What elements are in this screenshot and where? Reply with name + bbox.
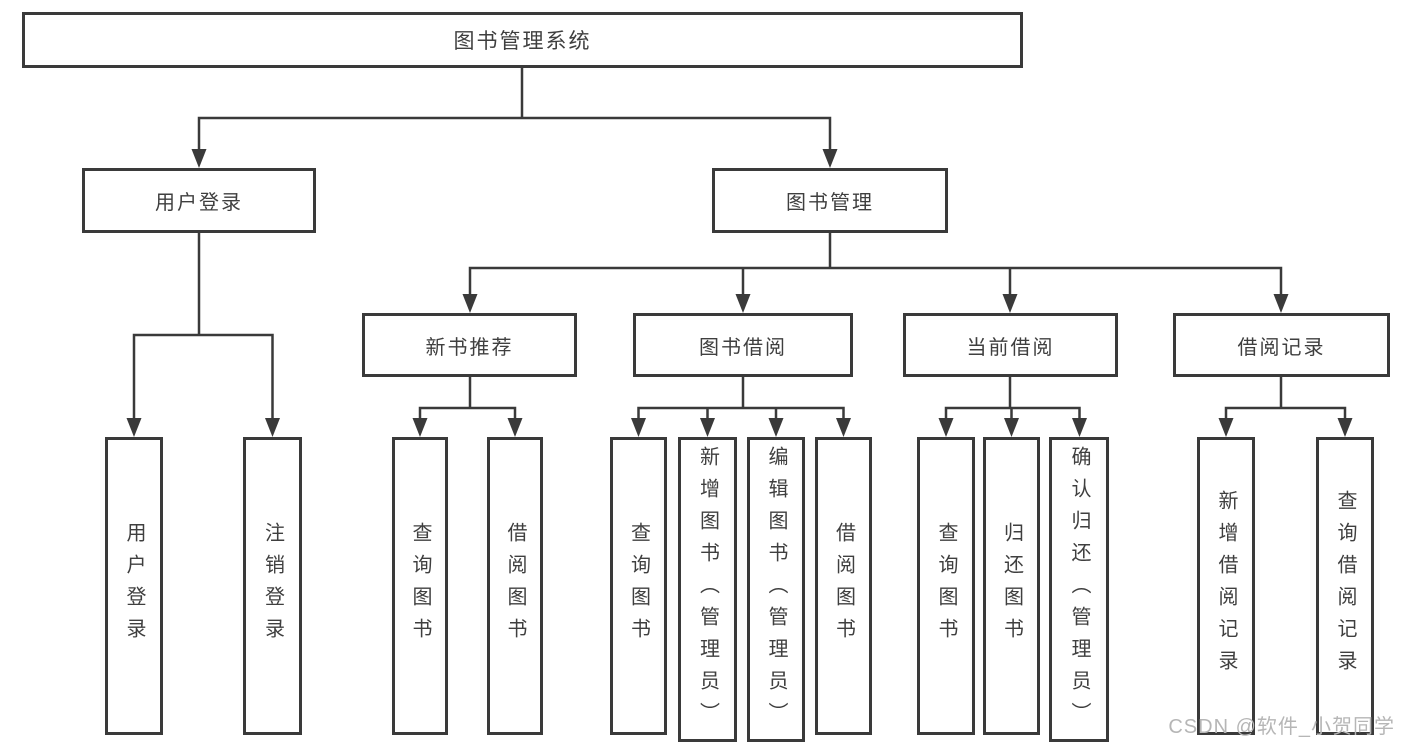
node-book-management: 图书管理 bbox=[712, 168, 948, 233]
arrow-down-icon bbox=[1218, 418, 1234, 437]
arrow-down-icon bbox=[1072, 418, 1087, 437]
arrow-down-icon bbox=[412, 418, 428, 437]
arrow-down-icon bbox=[836, 418, 851, 437]
leaf-newbooks-query-books: 查询图书 bbox=[392, 437, 448, 735]
arrow-down-icon bbox=[735, 294, 751, 313]
node-book-borrowing: 图书借阅 bbox=[633, 313, 853, 377]
leaf-borrow-edit-books-admin: 编辑图书（管理员） bbox=[747, 437, 805, 742]
leaf-logout: 注销登录 bbox=[243, 437, 302, 735]
leaf-current-query-books: 查询图书 bbox=[917, 437, 975, 735]
arrow-down-icon bbox=[1002, 294, 1018, 313]
node-new-book-recommend: 新书推荐 bbox=[362, 313, 577, 377]
arrow-down-icon bbox=[631, 418, 646, 437]
leaf-newbooks-borrow-books: 借阅图书 bbox=[487, 437, 543, 735]
arrow-down-icon bbox=[768, 418, 784, 437]
arrow-down-icon bbox=[191, 149, 207, 168]
arrow-down-icon bbox=[462, 294, 478, 313]
leaf-borrow-query-books: 查询图书 bbox=[610, 437, 667, 735]
arrow-down-icon bbox=[1273, 294, 1289, 313]
arrow-down-icon bbox=[507, 418, 523, 437]
leaf-user-login: 用户登录 bbox=[105, 437, 163, 735]
arrow-down-icon bbox=[822, 149, 838, 168]
arrow-down-icon bbox=[1337, 418, 1353, 437]
node-current-borrowing: 当前借阅 bbox=[903, 313, 1118, 377]
arrow-down-icon bbox=[938, 418, 954, 437]
leaf-borrow-borrow-books: 借阅图书 bbox=[815, 437, 872, 735]
tree-branch-lines bbox=[132, 66, 1347, 422]
leaf-borrow-add-books-admin: 新增图书（管理员） bbox=[678, 437, 737, 742]
watermark: CSDN @软件_小贺同学 bbox=[1168, 716, 1395, 738]
leaf-current-return-books: 归还图书 bbox=[983, 437, 1040, 735]
arrow-down-icon bbox=[1004, 418, 1019, 437]
node-borrowing-records: 借阅记录 bbox=[1173, 313, 1390, 377]
arrow-down-icon bbox=[126, 418, 142, 437]
node-root-system: 图书管理系统 bbox=[22, 12, 1023, 68]
arrowheads bbox=[126, 149, 1353, 437]
leaf-current-confirm-return-admin: 确认归还（管理员） bbox=[1049, 437, 1109, 742]
node-user-login: 用户登录 bbox=[82, 168, 316, 233]
leaf-records-query-borrow-record: 查询借阅记录 bbox=[1316, 437, 1374, 735]
arrow-down-icon bbox=[700, 418, 715, 437]
leaf-records-add-borrow-record: 新增借阅记录 bbox=[1197, 437, 1255, 735]
arrow-down-icon bbox=[265, 418, 280, 437]
